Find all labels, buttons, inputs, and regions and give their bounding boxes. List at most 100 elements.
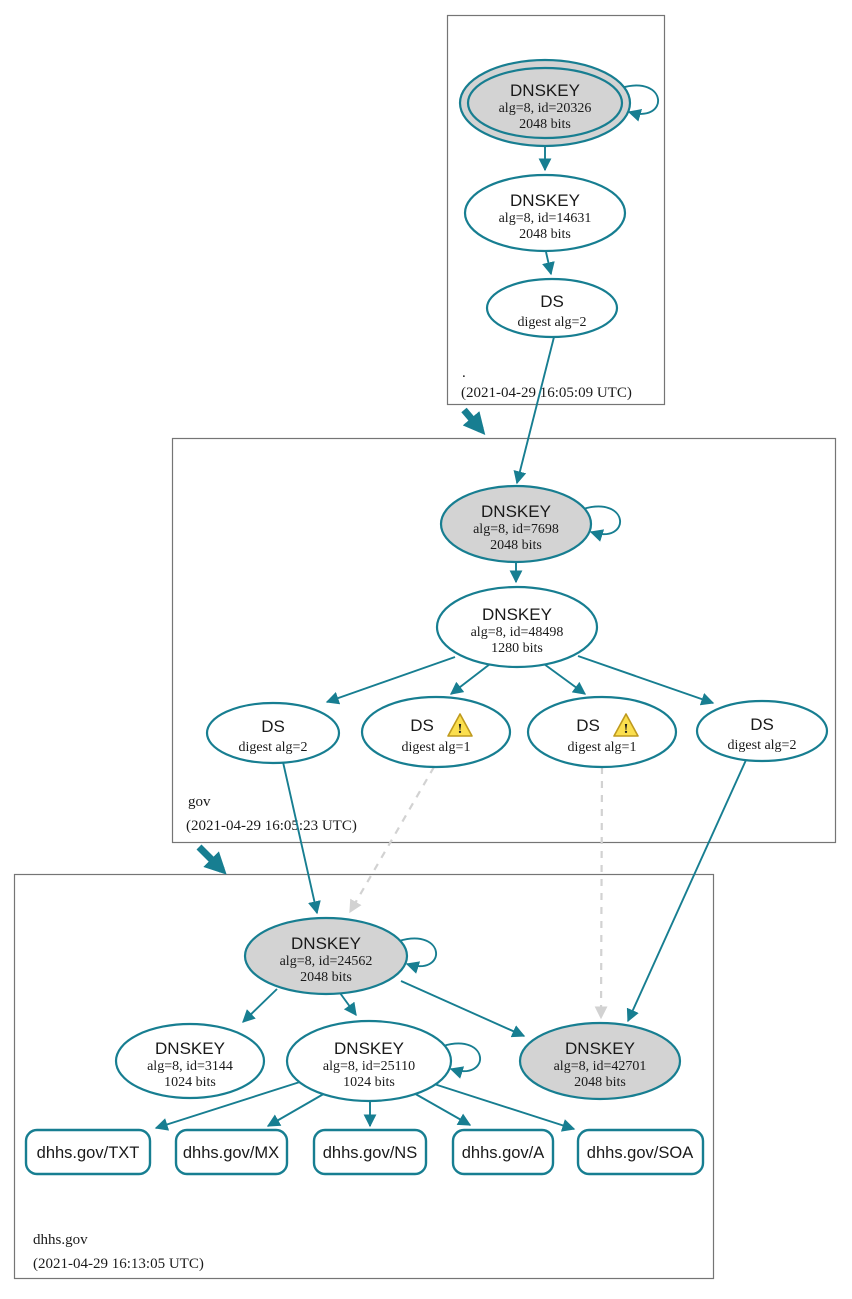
node-type: DNSKEY [482,605,552,624]
node-detail: alg=8, id=48498 [471,625,564,640]
edge-gov-zsk-to-ds4 [577,655,715,706]
node-type: DS [750,715,774,734]
node-bits: 1024 bits [164,1075,216,1090]
node-type: DNSKEY [565,1039,635,1058]
dnskey-48498-ellipse [435,585,599,669]
edge-dhhs-ksk-to-dhhs-zsk [339,992,357,1017]
node-type: DS [410,716,434,735]
node-root-ds[interactable]: DS digest alg=2 [485,277,619,339]
zone-dhhs-gov-timestamp: (2021-04-29 16:13:05 UTC) [33,1256,204,1272]
node-rrset-dhhs-gov-ns[interactable]: dhhs.gov/NS [312,1128,428,1176]
node-detail: digest alg=1 [568,740,637,755]
node-rrset-dhhs-gov-a[interactable]: dhhs.gov/A [451,1128,555,1176]
dnskey-42701-ellipse [518,1021,682,1101]
node-rrset-dhhs-gov-soa[interactable]: dhhs.gov/SOA [576,1128,705,1176]
dnskey-14631-ellipse [463,173,627,253]
edge-gov-zsk-to-ds1 [325,656,456,705]
node-type: DNSKEY [510,191,580,210]
edge-dhhs-zsk-to-rrset-txt [154,1080,304,1131]
rrset-label: dhhs.gov/A [462,1144,545,1162]
node-type: DS [576,716,600,735]
node-type: DS [540,292,564,311]
zone-root-timestamp: (2021-04-29 16:05:09 UTC) [461,385,632,401]
zone-root: . (2021-04-29 16:05:09 UTC) [446,14,666,406]
edge-dhhs-zsk-self-sign [442,1042,481,1079]
edge-dhhs-zsk-to-rrset-mx [266,1091,328,1127]
rrset-a-box [451,1128,555,1176]
node-type: DNSKEY [291,934,361,953]
node-type: DNSKEY [481,502,551,521]
node-detail: digest alg=2 [239,740,308,755]
rrset-label: dhhs.gov/MX [183,1144,279,1162]
edge-gov-zsk-to-ds3 [543,663,587,695]
edge-delegation-gov-to-dhhs [196,844,227,875]
node-detail: alg=8, id=3144 [147,1059,233,1074]
node-bits: 2048 bits [574,1075,626,1090]
node-detail: digest alg=2 [518,315,587,330]
dnskey-20326-inner-ellipse [466,66,624,140]
node-type: DS [261,717,285,736]
node-dnskey-42701[interactable]: DNSKEY alg=8, id=42701 2048 bits [518,1021,682,1101]
node-detail: alg=8, id=14631 [499,211,592,226]
node-bits: 2048 bits [300,970,352,985]
dnskey-7698-ellipse [439,484,593,564]
edge-root-zsk-to-root-ds [542,251,555,276]
node-rrset-dhhs-gov-mx[interactable]: dhhs.gov/MX [174,1128,289,1176]
rrset-soa-box [576,1128,705,1176]
zone-root-box [446,14,666,406]
edge-dhhs-zsk-to-rrset-a [411,1091,472,1126]
zone-dhhs-gov-box [13,873,715,1280]
rrset-label: dhhs.gov/NS [323,1144,417,1162]
dnskey-25110-ellipse [285,1019,453,1103]
node-bits: 1024 bits [343,1075,395,1090]
edge-root-ds-to-gov-ksk [513,336,555,485]
node-gov-ds-4[interactable]: DS digest alg=2 [695,699,829,763]
edge-dhhs-ksk-self-sign [398,937,437,974]
rrset-mx-box [174,1128,289,1176]
gov-ds-3-ellipse [526,695,678,769]
node-detail: digest alg=1 [402,740,471,755]
rrset-txt-box [24,1128,152,1176]
node-bits: 2048 bits [519,117,571,132]
node-bits: 2048 bits [519,227,571,242]
gov-ds-4-ellipse [695,699,829,763]
edge-dhhs-ksk-to-dnskey-3144 [242,988,278,1023]
zone-gov-box [171,437,837,844]
warning-icon [613,713,639,737]
zone-root-name: . [462,365,466,381]
edge-dhhs-zsk-to-rrset-soa [430,1082,576,1132]
node-dnskey-48498[interactable]: DNSKEY alg=8, id=48498 1280 bits [435,585,599,669]
zone-dhhs-gov-name: dhhs.gov [33,1232,88,1248]
rrset-label: dhhs.gov/SOA [587,1144,693,1162]
node-dnskey-7698[interactable]: DNSKEY alg=8, id=7698 2048 bits [439,484,593,564]
warning-exclamation: ! [457,721,463,736]
node-dnskey-24562[interactable]: DNSKEY alg=8, id=24562 2048 bits [243,916,409,996]
node-rrset-dhhs-gov-txt[interactable]: dhhs.gov/TXT [24,1128,152,1176]
node-detail: alg=8, id=42701 [554,1059,647,1074]
node-detail: alg=8, id=24562 [280,954,373,969]
node-dnskey-20326[interactable]: DNSKEY alg=8, id=20326 2048 bits [458,58,632,148]
rrset-label: dhhs.gov/TXT [37,1144,140,1162]
node-detail: alg=8, id=20326 [499,101,592,116]
zone-gov-name: gov [188,794,211,810]
node-gov-ds-1[interactable]: DS digest alg=2 [205,701,341,765]
edge-dhhs-ksk-to-dnskey-42701 [400,980,526,1038]
dnskey-24562-ellipse [243,916,409,996]
edge-gov-ds3-to-dnskey-42701-dashed [594,766,608,1020]
zone-dhhs-gov: dhhs.gov (2021-04-29 16:13:05 UTC) [13,873,715,1280]
node-detail: alg=8, id=7698 [473,522,559,537]
edge-gov-ds4-to-dnskey-42701 [626,759,747,1023]
dnskey-3144-ellipse [114,1022,266,1100]
node-gov-ds-3[interactable]: DS ! digest alg=1 [526,695,678,769]
zone-gov: gov (2021-04-29 16:05:23 UTC) [171,437,837,844]
edge-gov-ksk-self-sign [582,505,621,542]
rrset-ns-box [312,1128,428,1176]
node-dnskey-25110[interactable]: DNSKEY alg=8, id=25110 1024 bits [285,1019,453,1103]
node-dnskey-14631[interactable]: DNSKEY alg=8, id=14631 2048 bits [463,173,627,253]
edge-gov-zsk-to-ds2 [449,663,491,695]
node-dnskey-3144[interactable]: DNSKEY alg=8, id=3144 1024 bits [114,1022,266,1100]
node-type: DNSKEY [155,1039,225,1058]
root-ds-ellipse [485,277,619,339]
node-gov-ds-2[interactable]: DS ! digest alg=1 [360,695,512,769]
